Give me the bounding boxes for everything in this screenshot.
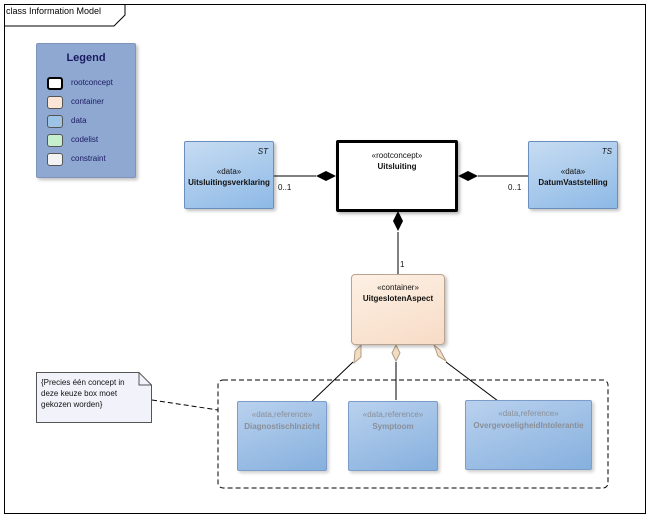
legend-label: constraint: [71, 154, 106, 163]
class-stereotype: «data,reference»: [362, 410, 424, 419]
class-uitsluiting[interactable]: «rootconcept» Uitsluiting: [336, 140, 458, 212]
class-tag: TS: [601, 147, 612, 156]
composition-diamond-bottom: [393, 211, 403, 231]
class-name: DiagnostischInzicht: [244, 422, 320, 431]
class-name: Uitsluiting: [377, 162, 417, 171]
constraint-note[interactable]: {Precies één concept in deze keuze box m…: [36, 372, 152, 423]
class-stereotype: «data,reference»: [498, 409, 559, 418]
aggregation-diamond-left: [353, 343, 362, 365]
class-stereotype: «container»: [377, 283, 419, 292]
class-name: OvergevoeligheidIntolerantie: [473, 421, 584, 430]
legend-swatch: [47, 134, 63, 147]
aggregation-diamond-right: [432, 343, 448, 363]
class-uitgeslotenaspect[interactable]: «container» UitgeslotenAspect: [351, 274, 445, 345]
class-name: Symptoom: [372, 422, 414, 431]
composition-diamond-right: [458, 171, 478, 181]
class-name: DatumVaststelling: [538, 178, 608, 187]
class-tag: ST: [257, 147, 268, 156]
class-diagnostischinzicht[interactable]: «data,reference» DiagnostischInzicht: [237, 401, 327, 471]
class-stereotype: «rootconcept»: [371, 151, 423, 160]
class-uitsluitingsverklaring[interactable]: ST «data» Uitsluitingsverklaring: [184, 141, 274, 209]
class-name: UitgeslotenAspect: [362, 294, 434, 303]
class-name: Uitsluitingsverklaring: [188, 178, 270, 187]
frame-tab-shape: [4, 4, 126, 27]
note-text: {Precies één concept in deze keuze box m…: [41, 378, 125, 409]
multiplicity-bottom: 1: [400, 260, 405, 269]
class-symptoom[interactable]: «data,reference» Symptoom: [348, 401, 438, 471]
multiplicity-left: 0..1: [278, 183, 292, 192]
legend-label: codelist: [71, 135, 99, 144]
note-shape: [36, 372, 152, 423]
class-stereotype: «data»: [216, 167, 242, 176]
multiplicity-right: 0..1: [508, 183, 522, 192]
legend: Legend rootconcept container data codeli…: [36, 43, 136, 178]
legend-swatch: [47, 153, 63, 166]
legend-label: rootconcept: [71, 78, 113, 87]
legend-swatch: [47, 96, 63, 109]
class-overgevoeligheidintolerantie[interactable]: «data,reference» OvergevoeligheidIntoler…: [465, 400, 592, 470]
class-datumvaststelling[interactable]: TS «data» DatumVaststelling: [528, 141, 618, 209]
legend-title: Legend: [66, 52, 106, 64]
class-stereotype: «data»: [560, 167, 586, 176]
frame-title: class Information Model: [6, 6, 102, 16]
aggregation-diamond-center: [391, 343, 401, 363]
legend-swatch: [47, 77, 63, 90]
class-stereotype: «data,reference»: [251, 410, 313, 419]
legend-label: container: [71, 97, 104, 106]
legend-swatch: [47, 115, 63, 128]
choice-box: [217, 379, 609, 489]
legend-label: data: [71, 116, 87, 125]
note-anchor: [151, 399, 219, 411]
composition-diamond-left: [316, 171, 336, 181]
